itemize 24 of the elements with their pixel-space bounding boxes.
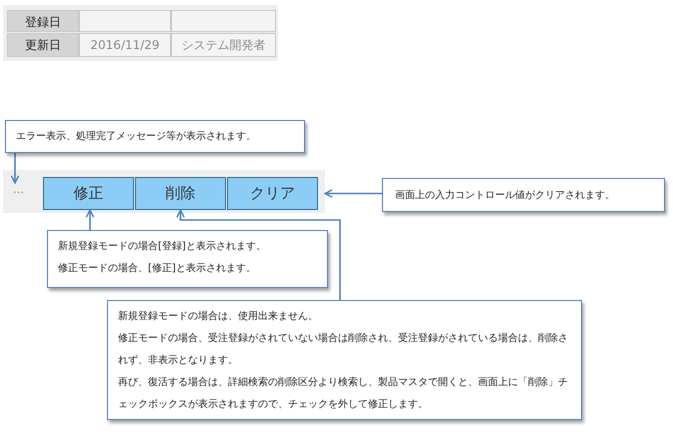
arrow [324, 189, 382, 198]
callout-text: 画面上の入力コントロール値がクリアされます。 [395, 188, 615, 203]
callout-text: 修正モードの場合、受注登録がされていない場合は削除され、受注登録がされている場合は、削除されず、非表示となります。 [118, 332, 569, 368]
arrow [176, 209, 341, 300]
toolbar-panel [3, 170, 325, 213]
callout-box [5, 120, 305, 153]
table-cell: システム開発者 [171, 33, 276, 57]
button: 削除 [135, 177, 226, 210]
callout-text: エラー表示、処理完了メッセージ等が表示されます。 [16, 130, 256, 144]
header-cell: 更新日 [7, 33, 79, 57]
callout-text: 修正モードの場合、[修正]と表示されます。 [58, 262, 256, 276]
callout-box [382, 178, 665, 212]
callout-box [47, 230, 328, 288]
callout-box [107, 300, 582, 420]
callout-text: 新規登録モードの場合[登録]と表示されます。 [58, 240, 266, 254]
button: 修正 [43, 177, 134, 210]
ellipsis-text: … [13, 183, 24, 196]
callout-text: 新規登録モードの場合は、使用出来ません。 [118, 310, 319, 324]
header-cell: 登録日 [7, 10, 79, 32]
table-cell: 2016/11/29 [79, 33, 171, 57]
arrow [86, 209, 94, 230]
button: クリア [227, 177, 318, 210]
callout-text: 再び、復活する場合は、詳細検索の削除区分より検索し、製品マスタで開くと、画面上に「削除」チェックボックスが表示されますので、チェックを外して修正します。 [118, 376, 569, 412]
arrow [10, 153, 20, 184]
